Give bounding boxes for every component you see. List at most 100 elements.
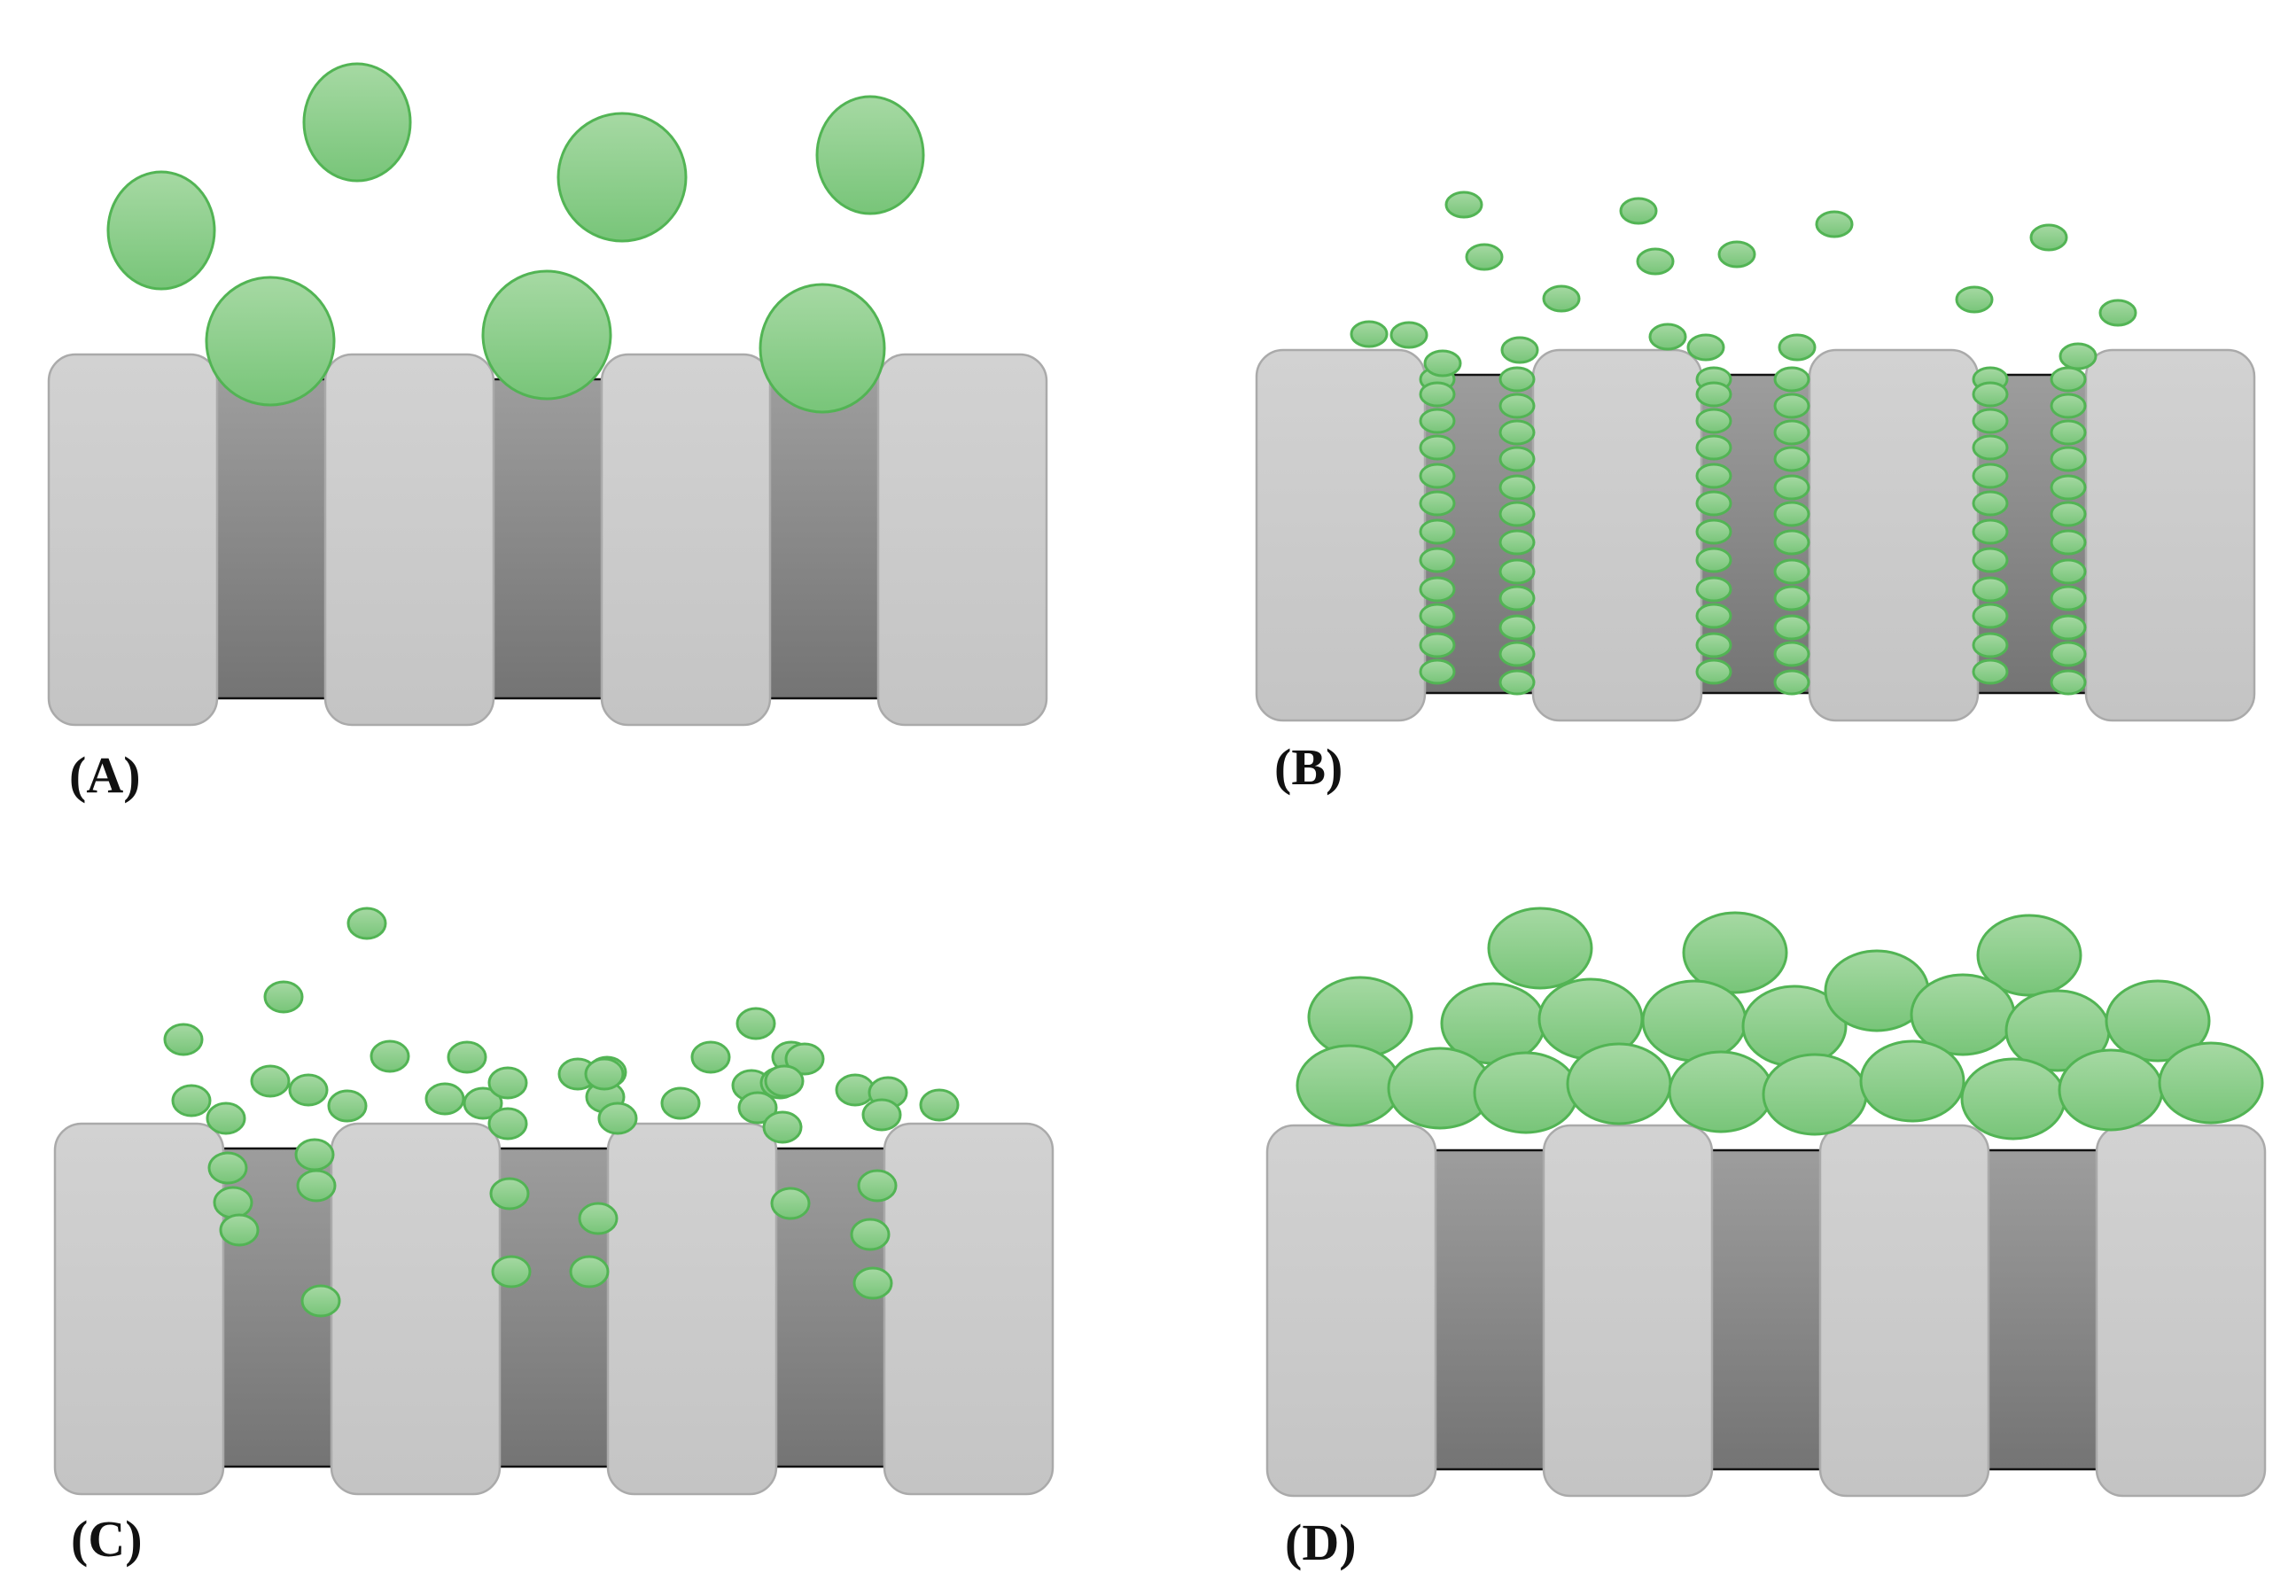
- foulant-particle: [1695, 408, 1732, 434]
- foulant-particle: [1419, 434, 1456, 461]
- foulant-particle: [762, 1110, 803, 1144]
- foulant-particle: [1773, 669, 1810, 696]
- foulant-particle: [1419, 576, 1456, 603]
- foulant-particle: [447, 1040, 487, 1074]
- foulant-particle: [296, 1169, 337, 1203]
- foulant-particle: [491, 1255, 532, 1288]
- membrane-pore: [486, 378, 609, 700]
- foulant-particle: [1972, 463, 2009, 489]
- membrane-wall: [1531, 348, 1703, 722]
- foulant-particle: [1419, 547, 1456, 573]
- foulant-particle: [207, 1151, 248, 1185]
- membrane-wall: [330, 1122, 502, 1496]
- foulant-particle: [1350, 320, 1389, 348]
- foulant-particle: [1619, 197, 1658, 225]
- foulant-particle: [288, 1073, 329, 1107]
- foulant-particle: [481, 269, 612, 401]
- foulant-particle: [1695, 658, 1732, 685]
- foulant-particle: [1686, 333, 1725, 362]
- foulant-particle: [1976, 914, 2082, 997]
- foulant-particle: [1473, 1051, 1579, 1134]
- foulant-particle: [1972, 658, 2009, 685]
- foulant-particle: [1695, 547, 1732, 573]
- foulant-particle: [1972, 434, 2009, 461]
- foulant-particle: [1419, 408, 1456, 434]
- foulant-particle: [250, 1064, 291, 1098]
- membrane-wall: [53, 1122, 225, 1496]
- foulant-particle: [1498, 419, 1536, 446]
- membrane-pore: [1705, 1148, 1827, 1471]
- foulant-particle: [171, 1084, 212, 1117]
- foulant-particle: [206, 1102, 246, 1135]
- foulant-particle: [1972, 632, 2009, 658]
- foulant-particle: [2050, 558, 2087, 585]
- foulant-particle: [815, 95, 925, 215]
- foulant-particle: [463, 1086, 503, 1120]
- foulant-particle: [1498, 641, 1536, 667]
- foulant-particle: [919, 1088, 960, 1122]
- foulant-particle: [556, 112, 688, 243]
- foulant-particle: [327, 1089, 368, 1123]
- foulant-particle: [578, 1202, 619, 1235]
- foulant-particle: [370, 1039, 410, 1073]
- foulant-particle: [1498, 393, 1536, 419]
- foulant-particle: [294, 1138, 335, 1172]
- foulant-particle: [1972, 381, 2009, 408]
- foulant-particle: [1695, 463, 1732, 489]
- foulant-particle: [1444, 191, 1483, 219]
- foulant-particle: [1498, 446, 1536, 472]
- foulant-particle: [1423, 349, 1462, 378]
- foulant-particle: [2050, 474, 2087, 501]
- foulant-particle: [1972, 576, 2009, 603]
- foulant-particle: [205, 276, 336, 407]
- foulant-particle: [1695, 632, 1732, 658]
- foulant-particle: [1773, 393, 1810, 419]
- foulant-particle: [1389, 321, 1428, 349]
- panel-d-cake-filtration: [1265, 907, 2267, 1498]
- foulant-particle: [1815, 210, 1854, 238]
- membrane-wall: [600, 353, 772, 727]
- foulant-particle: [1972, 547, 2009, 573]
- foulant-particle: [1695, 490, 1732, 517]
- foulant-particle: [1498, 501, 1536, 527]
- membrane-pore: [1428, 1148, 1551, 1471]
- foulant-particle: [106, 170, 216, 291]
- foulant-particle: [1419, 490, 1456, 517]
- panel-b-standard-blocking: [1255, 191, 2256, 722]
- membrane-wall: [1818, 1124, 1990, 1498]
- foulant-particle: [1773, 614, 1810, 641]
- foulant-particle: [1498, 474, 1536, 501]
- foulant-particle: [2058, 1048, 2164, 1132]
- membrane-wall: [1808, 348, 1980, 722]
- foulant-particle: [1972, 603, 2009, 629]
- foulant-particle: [2158, 1041, 2264, 1125]
- foulant-particle: [1498, 585, 1536, 611]
- membrane-wall: [606, 1122, 778, 1496]
- foulant-particle: [835, 1073, 876, 1107]
- foulant-particle: [2098, 299, 2137, 327]
- foulant-particle: [163, 1023, 204, 1056]
- foulant-particle: [1773, 446, 1810, 472]
- panel-label-d: (D): [1285, 1514, 1357, 1571]
- foulant-particle: [2050, 501, 2087, 527]
- foulant-particle: [1419, 603, 1456, 629]
- foulant-particle: [1498, 529, 1536, 556]
- foulant-particle: [424, 1082, 465, 1116]
- membrane-wall: [2084, 348, 2256, 722]
- foulant-particle: [1778, 333, 1817, 362]
- foulant-particle: [2050, 529, 2087, 556]
- foulant-particle: [2050, 669, 2087, 696]
- foulant-particle: [850, 1218, 891, 1251]
- foulant-particle: [2050, 585, 2087, 611]
- foulant-particle: [1773, 419, 1810, 446]
- panel-c-intermediate-blocking: [53, 907, 1055, 1496]
- foulant-particle: [1498, 669, 1536, 696]
- foulant-particle: [1307, 976, 1413, 1059]
- foulant-particle: [584, 1057, 625, 1091]
- panel-label-c: (C): [71, 1510, 143, 1568]
- foulant-particle: [487, 1066, 528, 1100]
- foulant-particle: [737, 1091, 778, 1125]
- foulant-particle: [2059, 342, 2098, 370]
- membrane-wall: [876, 353, 1048, 727]
